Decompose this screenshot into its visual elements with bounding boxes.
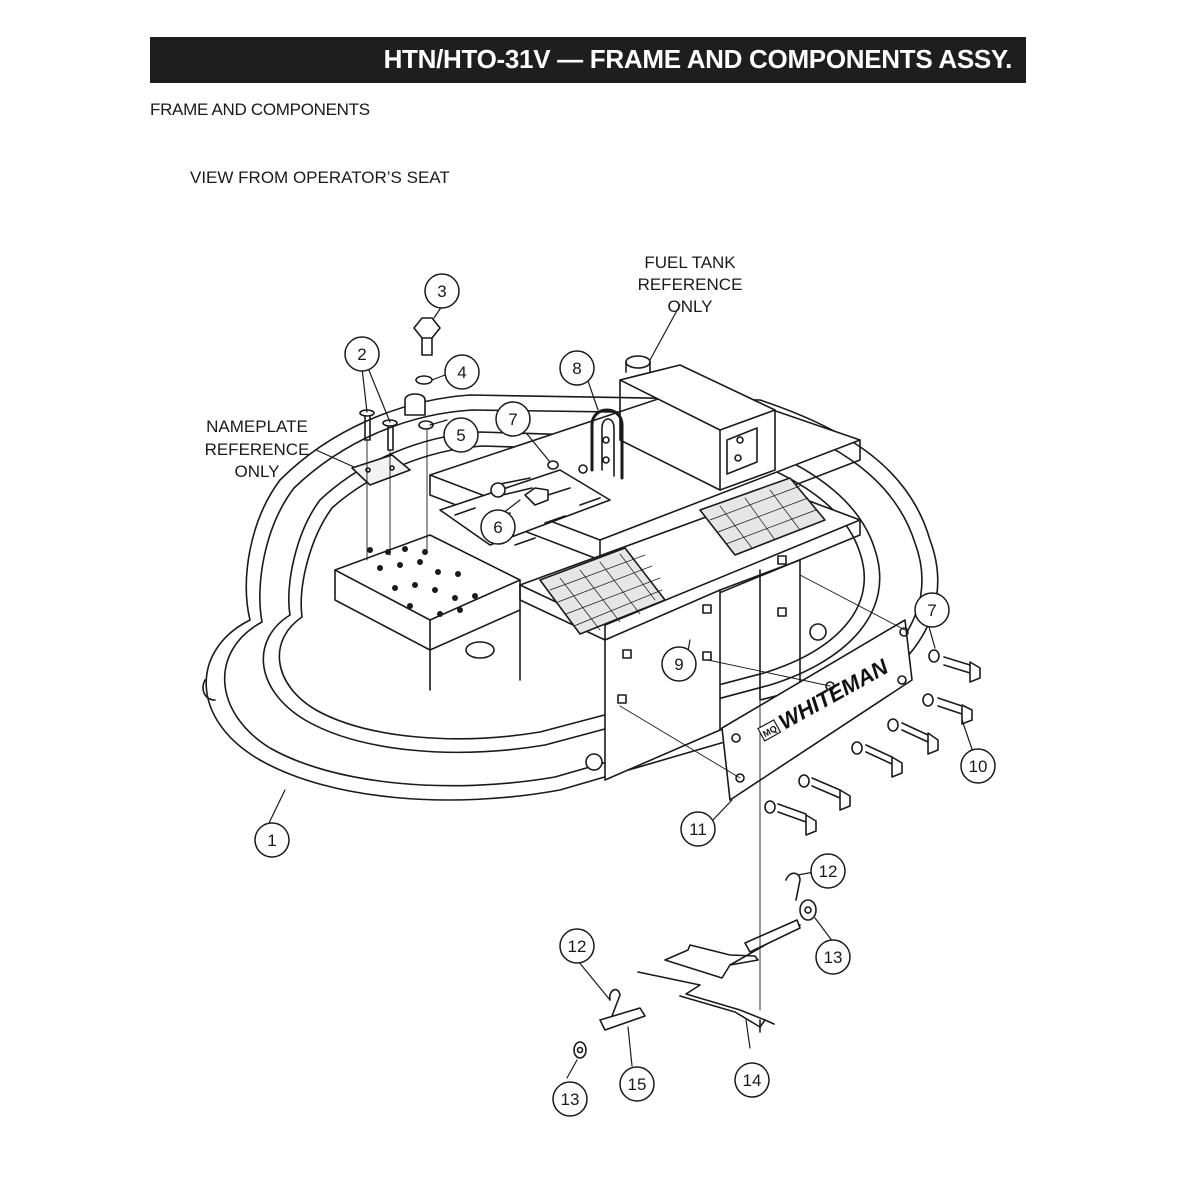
- balloon-10: [960, 748, 996, 784]
- part-number-8: 8: [572, 359, 581, 378]
- view-label: VIEW FROM OPERATOR’S SEAT: [190, 168, 450, 187]
- part-number-15: 15: [628, 1075, 647, 1094]
- balloon-1: [254, 822, 290, 858]
- balloon-6: [480, 509, 516, 545]
- balloon-14: [734, 1062, 770, 1098]
- balloon-12a: [810, 853, 846, 889]
- hardware-front: [764, 649, 981, 836]
- part-number-6: 6: [493, 518, 502, 537]
- balloon-5: [443, 417, 479, 453]
- part-number-12a: 12: [819, 862, 838, 881]
- nameplate-callout: NAMEPLATE REFERENCE ONLY: [205, 417, 310, 481]
- part-number-3: 3: [437, 282, 446, 301]
- part-number-12b: 12: [568, 937, 587, 956]
- lift-lever-assembly: [573, 872, 817, 1059]
- part-numbers: 1 2 3 4 5 6 7 7 8 9 10 11 12 12 13 13 14…: [267, 282, 987, 1109]
- fuel-tank-callout: FUEL TANK REFERENCE ONLY: [638, 253, 743, 316]
- balloon-4: [444, 354, 480, 390]
- page-title: HTN/HTO-31V — FRAME AND COMPONENTS ASSY.: [383, 44, 1013, 74]
- handle-mount-block: [334, 534, 521, 691]
- balloon-12b: [559, 928, 595, 964]
- fuel-tank-line-2: REFERENCE: [638, 275, 743, 294]
- logo-plate: [721, 619, 913, 801]
- part-number-13a: 13: [824, 948, 843, 967]
- part-number-14: 14: [743, 1071, 762, 1090]
- part-number-2: 2: [357, 345, 366, 364]
- balloon-15: [619, 1066, 655, 1102]
- balloon-3: [424, 273, 460, 309]
- nameplate-line-2: REFERENCE: [205, 440, 310, 459]
- part-number-4: 4: [457, 363, 466, 382]
- section-label: FRAME AND COMPONENTS: [150, 100, 370, 119]
- front-frame-plate: [585, 555, 827, 781]
- guard-ring-outer: [205, 394, 939, 801]
- title-bar: HTN/HTO-31V — FRAME AND COMPONENTS ASSY.: [150, 37, 1026, 83]
- part-balloons: [254, 273, 996, 1117]
- part-number-1: 1: [267, 831, 276, 850]
- lifting-bail: [590, 408, 624, 480]
- balloon-2: [344, 336, 380, 372]
- balloon-13b: [552, 1081, 588, 1117]
- fuel-tank-line-1: FUEL TANK: [644, 253, 736, 272]
- leader-lines: [267, 304, 974, 1079]
- part-number-10: 10: [969, 757, 988, 776]
- nameplate-line-3: ONLY: [234, 462, 279, 481]
- balloon-13a: [815, 939, 851, 975]
- balloon-7a: [495, 401, 531, 437]
- balloon-8: [559, 350, 595, 386]
- nameplate-line-1: NAMEPLATE: [206, 417, 308, 436]
- part-number-13b: 13: [561, 1090, 580, 1109]
- part-number-9: 9: [674, 655, 683, 674]
- fuel-tank: [619, 355, 776, 491]
- fuel-tank-line-3: ONLY: [667, 297, 712, 316]
- balloon-9: [661, 646, 697, 682]
- part-number-5: 5: [456, 426, 465, 445]
- balloon-7b: [914, 592, 950, 628]
- balloon-11: [680, 811, 716, 847]
- part-number-7a: 7: [508, 410, 517, 429]
- guard-ring-inner: [262, 431, 881, 754]
- part-number-7b: 7: [927, 601, 936, 620]
- part-number-11: 11: [689, 820, 707, 839]
